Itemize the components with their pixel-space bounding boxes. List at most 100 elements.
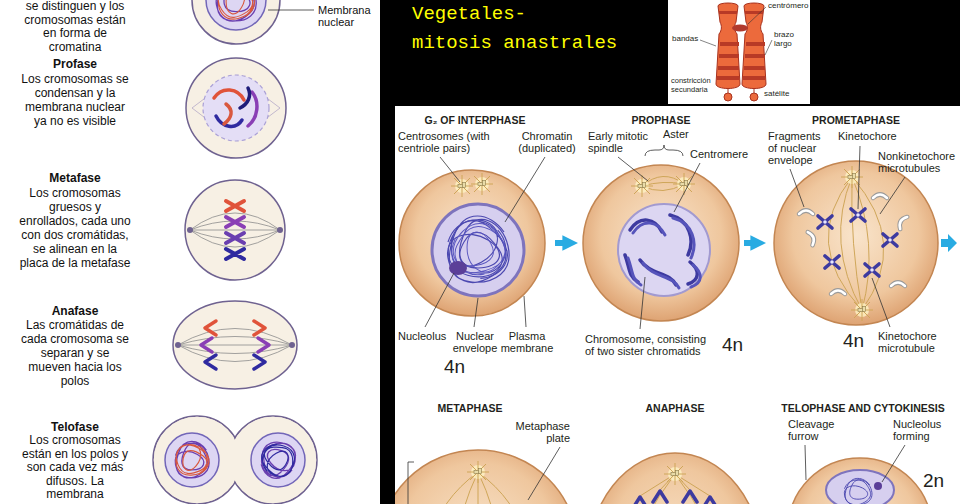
part-label: Chromosome, consisting of two sister chr…	[585, 333, 717, 357]
leader-line	[440, 157, 460, 182]
part-label: Nucleolus	[398, 330, 458, 342]
continuation-arrow	[941, 234, 957, 252]
stage-title: METAPHASE	[437, 400, 502, 415]
cell-illustration	[256, 438, 300, 481]
cell-illustration	[153, 416, 241, 504]
cell-illustration	[799, 211, 813, 215]
chromosome-illustration	[718, 66, 739, 70]
cell-illustration	[478, 472, 526, 504]
cell-illustration	[175, 342, 181, 348]
cell-illustration	[583, 165, 739, 321]
spindle-bracket	[408, 462, 414, 504]
chromosome-illustration	[744, 66, 765, 70]
cell-illustration	[442, 215, 513, 284]
cell-illustration	[852, 177, 869, 310]
leader-line	[425, 273, 454, 327]
phase-description: Las cromátidas de cada cromosoma se sepa…	[19, 318, 131, 388]
part-label: Centromere	[690, 148, 754, 160]
cell-illustration	[240, 88, 250, 108]
phase-description: Los cromosomas gruesos y enrollados, cad…	[19, 186, 131, 270]
cell-illustration	[675, 474, 720, 504]
cell-illustration	[628, 258, 641, 285]
part-label: Chromatin (duplicated)	[512, 130, 582, 154]
slide-title: Vegetales- mitosis anastrales	[412, 0, 627, 58]
part-label: Early mitotic spindle	[588, 130, 656, 154]
leader-line	[505, 157, 545, 222]
cell-illustration	[205, 321, 216, 335]
chromosome-illustration	[720, 42, 739, 46]
leader-line	[528, 447, 560, 500]
cell-illustration	[841, 166, 863, 188]
cell-illustration	[808, 231, 816, 245]
cell-illustration	[192, 0, 280, 44]
part-label: centrómero	[768, 1, 808, 10]
leader-line	[872, 278, 890, 327]
cell-illustration	[467, 461, 489, 483]
cell-illustration	[254, 355, 265, 369]
part-label: Fragments of nuclear envelope	[768, 130, 830, 166]
part-label: Membrana nuclear	[318, 4, 380, 28]
cell-illustration	[808, 231, 816, 245]
leader-line	[880, 177, 905, 214]
cell-illustration	[178, 329, 292, 362]
leader-line	[640, 277, 645, 329]
cell-illustration	[216, 0, 256, 21]
cell-illustration	[258, 338, 269, 352]
cell-illustration	[185, 180, 285, 280]
background	[395, 106, 960, 504]
cell-illustration	[873, 195, 887, 199]
phase-heading: Metafase	[19, 171, 131, 185]
cell-illustration	[226, 233, 244, 243]
cell-illustration	[630, 474, 675, 504]
leader-line	[765, 40, 772, 55]
cell-illustration	[178, 329, 292, 346]
cell-illustration	[178, 345, 292, 362]
stage-arrow	[555, 240, 578, 246]
phase-description: se distinguen y los cromosomas están en …	[19, 0, 131, 54]
cell-illustration	[178, 345, 292, 354]
part-label: Metaphase plate	[500, 420, 570, 444]
background	[380, 0, 960, 504]
stage-title: TELOPHASE AND CYTOKINESIS	[781, 400, 944, 415]
cell-illustration	[178, 337, 292, 346]
ploidy-note: 2n	[923, 470, 953, 492]
cell-illustration	[664, 463, 686, 485]
cell-illustration	[190, 213, 280, 247]
cell-illustration	[897, 215, 907, 229]
cell-illustration	[201, 338, 212, 352]
chromosome-illustration	[750, 93, 758, 101]
leader-line	[674, 163, 700, 212]
cell-illustration	[187, 227, 193, 233]
part-label: Kinetochore	[838, 130, 904, 142]
phase-description: Los cromosomas se condensan y la membran…	[19, 72, 131, 128]
cell-illustration	[852, 177, 862, 310]
cell-illustration	[831, 291, 845, 295]
cell-illustration	[673, 218, 694, 258]
cell-illustration	[831, 291, 845, 295]
part-label: bandas	[672, 34, 706, 43]
leader-line	[425, 146, 905, 500]
cell-illustration	[190, 230, 280, 231]
cell-illustration	[633, 497, 647, 504]
chromosome-illustration	[724, 93, 732, 101]
leader-line	[882, 445, 905, 482]
leader-line	[268, 10, 314, 11]
cell-illustration	[587, 453, 763, 504]
cell-illustration	[799, 211, 813, 215]
chromosome-illustration	[717, 76, 739, 80]
part-label: Kinetochore microtubule	[878, 330, 950, 354]
part-label: Nonkinetochore microtubules	[878, 150, 958, 174]
cell-illustration	[851, 299, 873, 321]
cell-illustration	[214, 88, 257, 126]
cell-illustration	[430, 472, 478, 504]
cell-illustration	[254, 321, 265, 335]
chromosome-illustration	[742, 3, 766, 89]
chromosome-illustration	[732, 25, 748, 32]
leader-line	[790, 169, 804, 207]
leader-line	[474, 298, 478, 327]
part-label: brazo largo	[774, 30, 808, 48]
continuation-arrow	[941, 234, 957, 252]
ploidy-note: 4n	[444, 356, 474, 378]
cell-illustration	[289, 342, 295, 348]
